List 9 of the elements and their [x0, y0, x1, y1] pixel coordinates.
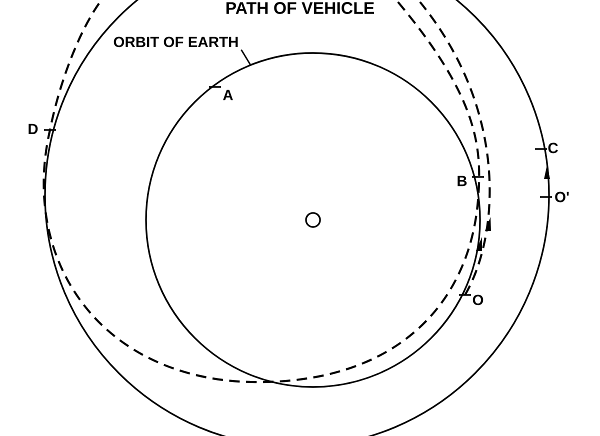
orbit-label: ORBIT OF EARTH [114, 36, 238, 48]
point-label: O' [555, 192, 569, 202]
leader-line [240, 49, 251, 65]
point-label: A [223, 90, 233, 100]
title: PATH OF VEHICLE [226, 2, 374, 14]
point-label: B [458, 176, 467, 186]
point-label: O [472, 294, 484, 306]
point-label: D [28, 124, 38, 134]
point-label: C [548, 142, 558, 154]
